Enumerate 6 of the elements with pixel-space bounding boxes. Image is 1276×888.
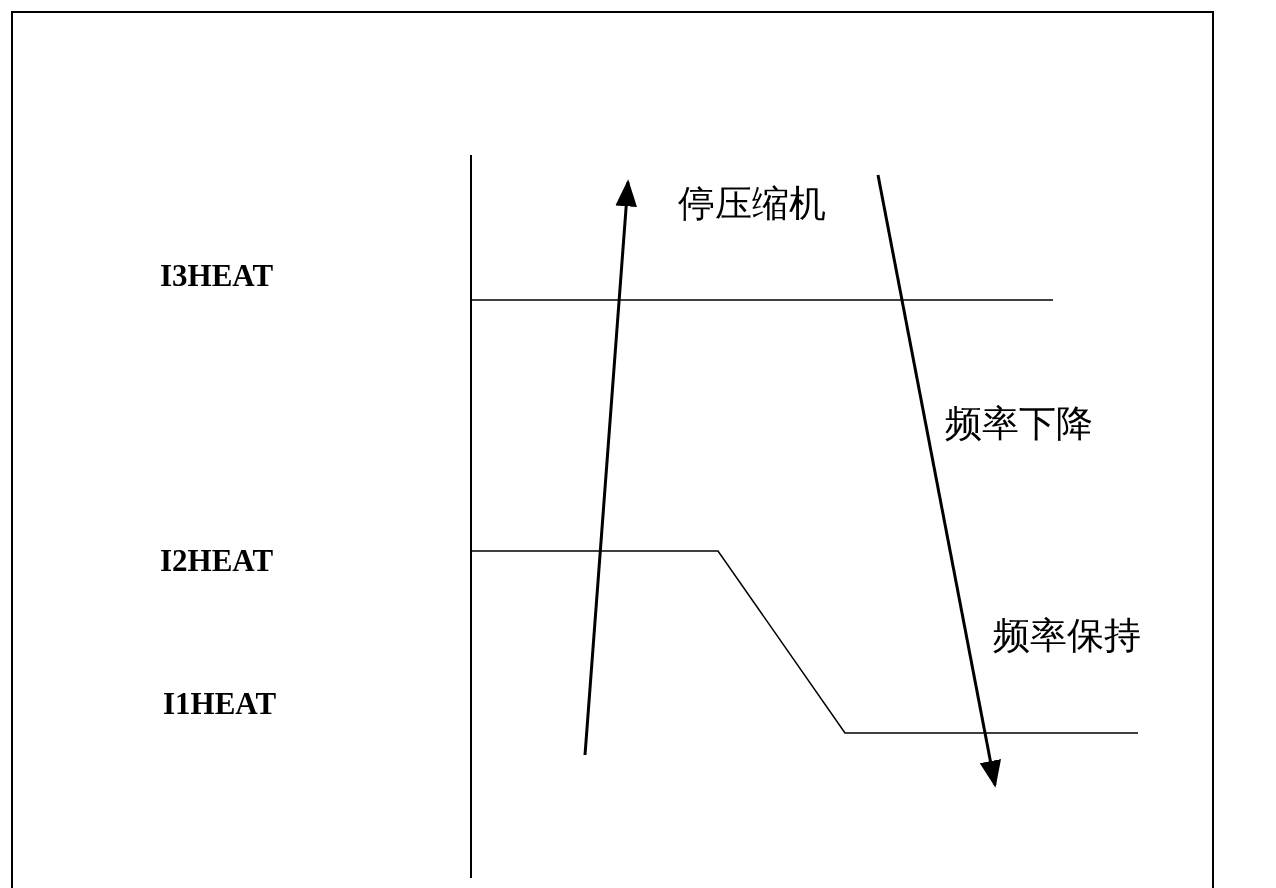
level-label: I2HEAT (160, 545, 274, 576)
level-label: I3HEAT (160, 260, 274, 291)
annotation-text: 停压缩机 (678, 185, 826, 222)
level-label: I1HEAT (163, 688, 277, 719)
annotation-text: 频率下降 (945, 405, 1093, 442)
annotation-text: 频率保持 (993, 617, 1141, 654)
